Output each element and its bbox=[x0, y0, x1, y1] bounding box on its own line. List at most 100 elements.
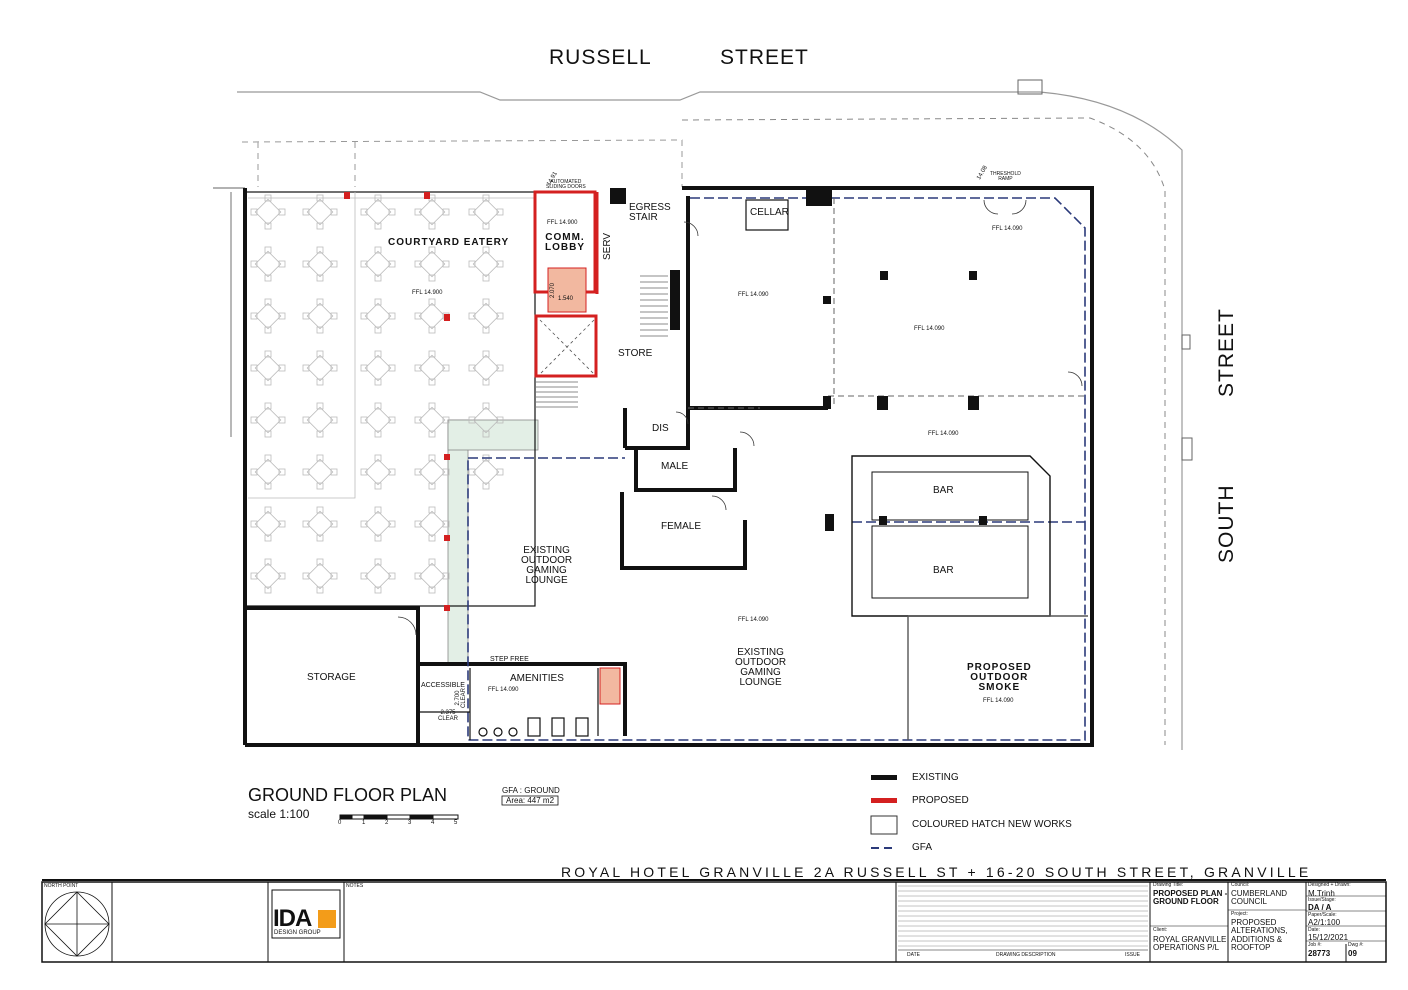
room-bar-lower: BAR bbox=[933, 565, 954, 576]
chair-symbol bbox=[468, 260, 476, 268]
table-symbol bbox=[306, 562, 334, 590]
chair-symbol bbox=[428, 482, 436, 490]
table-symbol bbox=[364, 198, 392, 226]
chair-symbol bbox=[264, 586, 272, 594]
label-threshold-ramp: THRESHOLD RAMP bbox=[990, 171, 1021, 182]
designed-by: M.Trinh bbox=[1308, 889, 1335, 898]
chair-symbol bbox=[278, 312, 286, 320]
chair-symbol bbox=[330, 208, 338, 216]
chair-symbol bbox=[468, 416, 476, 424]
chair-symbol bbox=[264, 246, 272, 254]
chair-symbol bbox=[374, 298, 382, 306]
chair-symbol bbox=[250, 416, 258, 424]
ffl-courtyard: FFL 14.900 bbox=[412, 290, 443, 296]
chair-symbol bbox=[414, 520, 422, 528]
table-symbol bbox=[418, 562, 446, 590]
chair-symbol bbox=[316, 558, 324, 566]
drawing-number: 09 bbox=[1348, 949, 1357, 958]
chair-symbol bbox=[360, 416, 368, 424]
chair-symbol bbox=[482, 482, 490, 490]
chair-symbol bbox=[496, 364, 504, 372]
chair-symbol bbox=[360, 364, 368, 372]
chair-symbol bbox=[428, 506, 436, 514]
chair-symbol bbox=[302, 468, 310, 476]
chair-symbol bbox=[468, 312, 476, 320]
chair-symbol bbox=[264, 298, 272, 306]
chair-symbol bbox=[316, 378, 324, 386]
ffl-label: FFL 14.090 bbox=[488, 687, 519, 693]
legend-gfa: GFA bbox=[912, 842, 933, 853]
chair-symbol bbox=[316, 326, 324, 334]
chair-symbol bbox=[388, 416, 396, 424]
chair-symbol bbox=[360, 208, 368, 216]
chair-symbol bbox=[414, 260, 422, 268]
col-issue: ISSUE bbox=[1125, 952, 1141, 958]
table-symbol bbox=[306, 250, 334, 278]
chair-symbol bbox=[468, 468, 476, 476]
chair-symbol bbox=[264, 402, 272, 410]
room-outdoor-gaming-lounge: EXISTING OUTDOOR GAMING LOUNGE bbox=[521, 545, 573, 586]
chair-symbol bbox=[388, 520, 396, 528]
label: Job #: bbox=[1308, 942, 1322, 948]
chair-symbol bbox=[374, 454, 382, 462]
chair-symbol bbox=[388, 260, 396, 268]
col-description: DRAWING DESCRIPTION bbox=[996, 952, 1056, 958]
scale-tick-label: 0 bbox=[338, 820, 342, 826]
ffl-label: FFL 14.090 bbox=[992, 226, 1023, 232]
chair-symbol bbox=[264, 506, 272, 514]
room-male: MALE bbox=[661, 461, 689, 472]
chair-symbol bbox=[388, 468, 396, 476]
chair-symbol bbox=[302, 208, 310, 216]
gfa-area: Area: 447 m2 bbox=[506, 796, 555, 805]
chair-symbol bbox=[482, 430, 490, 438]
chair-symbol bbox=[302, 260, 310, 268]
chair-symbol bbox=[278, 520, 286, 528]
dimension: 2.375 CLEAR bbox=[438, 710, 459, 722]
chair-symbol bbox=[482, 194, 490, 202]
chair-symbol bbox=[428, 326, 436, 334]
chair-symbol bbox=[414, 312, 422, 320]
street-label-south: SOUTH bbox=[1215, 484, 1238, 564]
chair-symbol bbox=[468, 208, 476, 216]
legend-hatch: COLOURED HATCH NEW WORKS bbox=[912, 819, 1072, 830]
table-symbol bbox=[418, 458, 446, 486]
chair-symbol bbox=[388, 364, 396, 372]
chair-symbol bbox=[316, 454, 324, 462]
room-egress-stair: EGRESS STAIR bbox=[629, 202, 671, 223]
chair-symbol bbox=[374, 534, 382, 542]
chair-symbol bbox=[250, 312, 258, 320]
room-cellar: CELLAR bbox=[750, 207, 789, 218]
label: Dwg #: bbox=[1348, 942, 1364, 948]
label: Paper/Scale: bbox=[1308, 912, 1337, 918]
chair-symbol bbox=[374, 222, 382, 230]
chair-symbol bbox=[428, 378, 436, 386]
label: Project: bbox=[1231, 911, 1248, 917]
chair-symbol bbox=[496, 260, 504, 268]
chair-symbol bbox=[442, 260, 450, 268]
street-label-south-street: STREET bbox=[1215, 308, 1238, 397]
table-symbol bbox=[418, 510, 446, 538]
chair-symbol bbox=[442, 416, 450, 424]
chair-symbol bbox=[414, 364, 422, 372]
table-symbol bbox=[254, 562, 282, 590]
chair-symbol bbox=[482, 402, 490, 410]
chair-symbol bbox=[482, 326, 490, 334]
room-gaming-lounge: EXISTING OUTDOOR GAMING LOUNGE bbox=[735, 647, 787, 688]
table-symbol bbox=[418, 302, 446, 330]
chair-symbol bbox=[264, 194, 272, 202]
ffl-label: FFL 14.090 bbox=[738, 617, 769, 623]
chair-symbol bbox=[316, 298, 324, 306]
room-serv: SERV bbox=[602, 232, 613, 260]
ffl-comm: FFL 14.900 bbox=[547, 220, 578, 226]
chair-symbol bbox=[428, 558, 436, 566]
drawing-title: PROPOSED PLAN - GROUND FLOOR bbox=[1153, 889, 1228, 907]
table-symbol bbox=[418, 198, 446, 226]
chair-symbol bbox=[302, 416, 310, 424]
client: ROYAL GRANVILLE OPERATIONS P/L bbox=[1153, 935, 1227, 953]
col-date: DATE bbox=[907, 952, 920, 958]
chair-symbol bbox=[442, 208, 450, 216]
chair-symbol bbox=[374, 558, 382, 566]
room-female: FEMALE bbox=[661, 521, 702, 532]
chair-symbol bbox=[264, 222, 272, 230]
chair-symbol bbox=[250, 572, 258, 580]
